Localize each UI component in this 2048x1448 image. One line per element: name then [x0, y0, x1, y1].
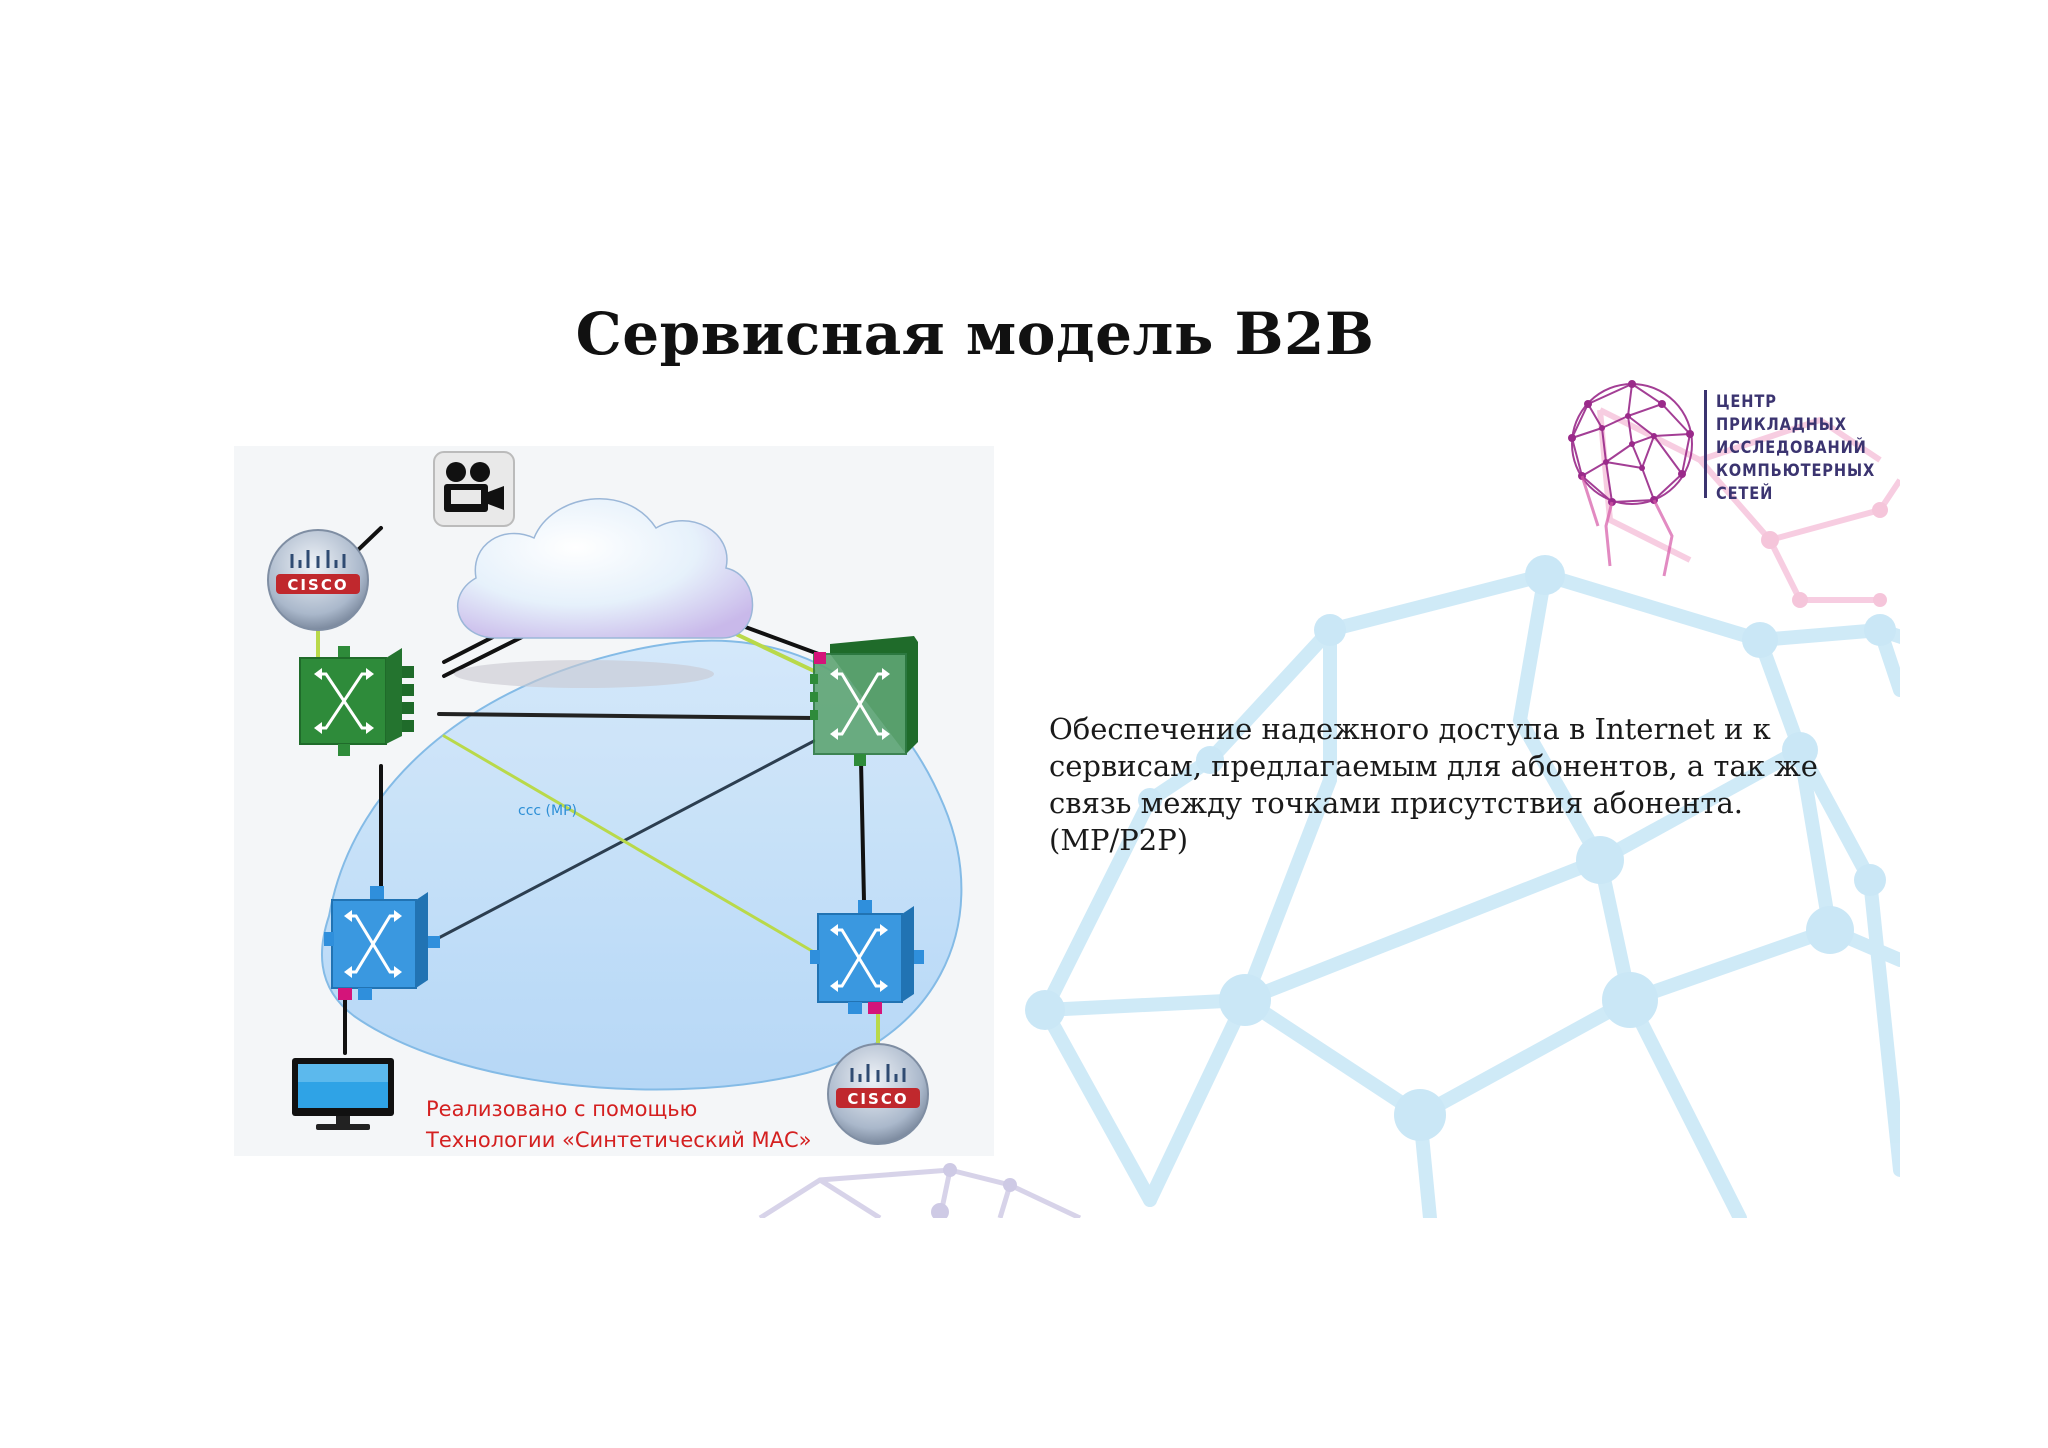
service-description: Обеспечение надежного доступа в Internet… [1049, 711, 1829, 859]
cisco-router-top-icon: CISCO [267, 529, 369, 631]
video-camera-icon [433, 451, 515, 527]
access-switch-left-icon [324, 886, 440, 1000]
cisco-label-bottom: CISCO [847, 1090, 908, 1108]
logo-line-5: СЕТЕЙ [1716, 484, 1774, 504]
logo-divider [1704, 390, 1707, 498]
logo-text: ЦЕНТР ПРИКЛАДНЫХ ИССЛЕДОВАНИЙ КОМПЬЮТЕРН… [1716, 391, 1875, 506]
ccc-link-label: ccc (MP) [518, 803, 577, 819]
logo-line-2: ПРИКЛАДНЫХ [1716, 415, 1847, 435]
core-switch-right-icon [810, 636, 918, 766]
logo-line-1: ЦЕНТР [1716, 392, 1777, 412]
description-line-1: Обеспечение надежного доступа в Internet… [1049, 712, 1771, 746]
link-core-left-core-right [437, 712, 816, 720]
cisco-router-bottom-icon: CISCO [827, 1043, 929, 1145]
link-ccc-mp [442, 734, 814, 953]
diagram-caption: Реализовано с помощью Технологии «Синтет… [426, 1094, 811, 1156]
link-core-right-access-right [859, 759, 866, 903]
caption-line-2: Технологии «Синтетический МАС» [426, 1128, 812, 1152]
logo-line-4: КОМПЬЮТЕРНЫХ [1716, 461, 1876, 481]
network-diagram: CISCO [234, 446, 994, 1156]
monitor-icon [292, 1058, 394, 1130]
description-line-4: (MP/P2P) [1049, 823, 1189, 857]
access-switch-right-icon [810, 900, 924, 1014]
caption-line-1: Реализовано с помощью [426, 1097, 698, 1121]
core-switch-left-icon [299, 646, 414, 756]
description-line-2: сервисам, предлагаемым для абонентов, а … [1049, 749, 1818, 783]
slide-title: Сервисная модель B2B [575, 300, 1375, 368]
link-access-left-core-right [427, 739, 816, 945]
cpikn-logo-graphic [1568, 380, 1694, 577]
logo-line-3: ИССЛЕДОВАНИЙ [1716, 438, 1867, 458]
description-line-3: связь между точками присутствия абонента… [1049, 786, 1744, 820]
internet-cloud-icon [454, 498, 754, 688]
cisco-label-top: CISCO [287, 576, 348, 594]
